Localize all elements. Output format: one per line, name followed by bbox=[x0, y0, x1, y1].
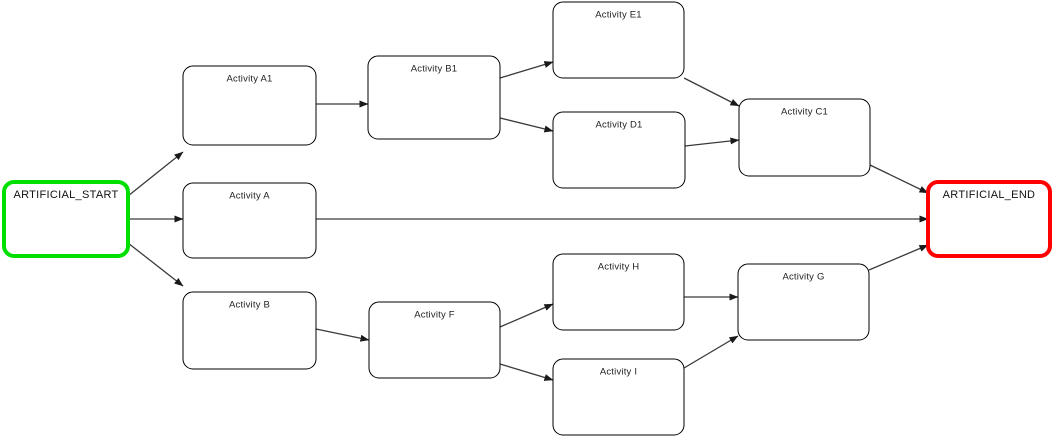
edge-activity_b1-to-activity_d1 bbox=[499, 117, 554, 133]
node-activity_f[interactable]: Activity F bbox=[368, 301, 501, 379]
node-box-activity_e1[interactable] bbox=[552, 1, 685, 79]
node-end[interactable]: ARTIFICIAL_END bbox=[926, 180, 1052, 258]
node-label-activity_c1: Activity C1 bbox=[781, 107, 828, 118]
node-box-activity_g[interactable] bbox=[737, 263, 870, 341]
edge-layer bbox=[127, 61, 929, 381]
node-activity_b[interactable]: Activity B bbox=[182, 291, 317, 370]
node-box-activity_f[interactable] bbox=[368, 301, 501, 379]
node-label-end: ARTIFICIAL_END bbox=[943, 189, 1036, 201]
node-activity_i[interactable]: Activity I bbox=[552, 358, 685, 436]
node-label-activity_d1: Activity D1 bbox=[595, 120, 642, 131]
node-box-activity_b1[interactable] bbox=[367, 55, 501, 140]
node-box-activity_h[interactable] bbox=[552, 253, 685, 331]
node-label-activity_b: Activity B bbox=[229, 300, 270, 311]
edge-start-to-activity_a1 bbox=[127, 151, 184, 197]
edge-activity_b-to-activity_f bbox=[315, 328, 370, 342]
node-box-activity_b[interactable] bbox=[182, 291, 317, 370]
node-activity_c1[interactable]: Activity C1 bbox=[738, 98, 871, 177]
node-box-activity_i[interactable] bbox=[552, 358, 685, 436]
node-box-end[interactable] bbox=[926, 180, 1052, 258]
node-box-activity_a[interactable] bbox=[182, 182, 317, 259]
node-activity_g[interactable]: Activity G bbox=[737, 263, 870, 341]
edge-activity_f-to-activity_i bbox=[499, 363, 554, 381]
node-box-activity_c1[interactable] bbox=[738, 98, 871, 177]
node-label-activity_a1: Activity A1 bbox=[226, 74, 272, 85]
edge-start-to-activity_b bbox=[127, 242, 184, 287]
node-activity_h[interactable]: Activity H bbox=[552, 253, 685, 331]
edge-activity_c1-to-end bbox=[869, 164, 929, 194]
node-start[interactable]: ARTIFICIAL_START bbox=[2, 180, 130, 258]
node-activity_a1[interactable]: Activity A1 bbox=[182, 65, 317, 146]
edge-activity_b1-to-activity_e1 bbox=[499, 61, 554, 79]
node-label-activity_h: Activity H bbox=[598, 262, 640, 273]
node-label-activity_g: Activity G bbox=[782, 272, 824, 283]
node-label-activity_b1: Activity B1 bbox=[411, 64, 458, 75]
node-activity_e1[interactable]: Activity E1 bbox=[552, 1, 685, 79]
edge-activity_i-to-activity_g bbox=[683, 335, 739, 369]
node-activity_a[interactable]: Activity A bbox=[182, 182, 317, 259]
edge-activity_e1-to-activity_c1 bbox=[683, 77, 740, 107]
node-box-activity_a1[interactable] bbox=[182, 65, 317, 146]
node-label-activity_a: Activity A bbox=[229, 191, 270, 202]
node-label-activity_f: Activity F bbox=[414, 310, 455, 321]
node-activity_d1[interactable]: Activity D1 bbox=[552, 111, 686, 189]
edge-activity_f-to-activity_h bbox=[499, 303, 554, 328]
node-label-activity_e1: Activity E1 bbox=[595, 10, 642, 21]
edge-activity_g-to-end bbox=[868, 244, 929, 271]
node-box-activity_d1[interactable] bbox=[552, 111, 686, 189]
node-label-start: ARTIFICIAL_START bbox=[13, 189, 118, 201]
node-box-start[interactable] bbox=[2, 180, 130, 258]
node-label-activity_i: Activity I bbox=[600, 367, 637, 378]
node-activity_b1[interactable]: Activity B1 bbox=[367, 55, 501, 140]
edge-activity_d1-to-activity_c1 bbox=[684, 137, 740, 147]
